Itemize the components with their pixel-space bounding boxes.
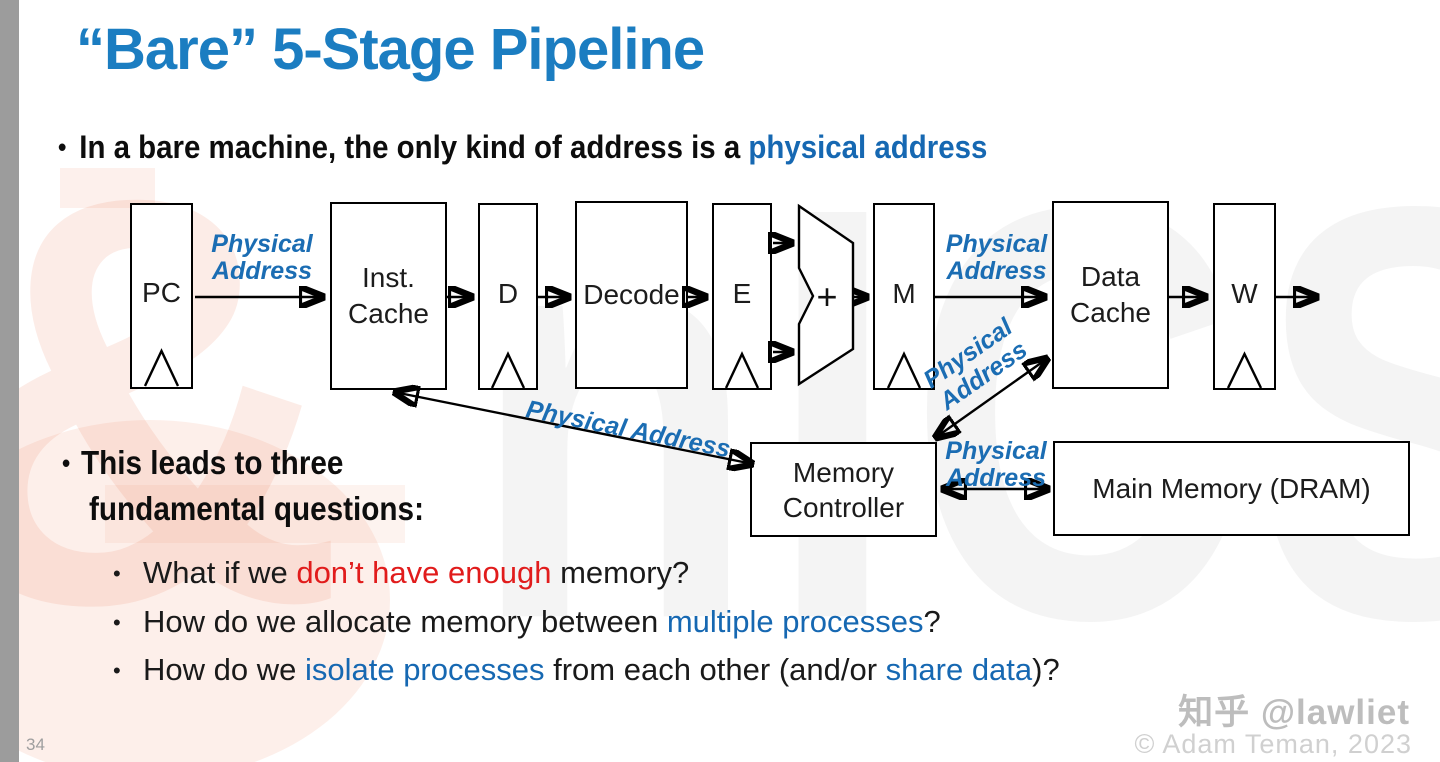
decode-box: Decode xyxy=(575,201,688,389)
inst-cache-label: Inst.Cache xyxy=(348,262,429,329)
bullet-intro-highlight: physical address xyxy=(748,129,988,165)
page-number: 34 xyxy=(26,735,45,754)
pipeline-register-d: D xyxy=(478,203,538,390)
alu-shape xyxy=(797,203,855,387)
register-e-label: E xyxy=(732,277,752,309)
logo-watermark-fragment xyxy=(60,168,155,208)
pc-label: PC xyxy=(142,277,181,309)
slide-title: “Bare” 5-Stage Pipeline xyxy=(76,17,705,82)
pc-register-box: PC xyxy=(130,203,193,389)
bullet-dot: • xyxy=(113,561,121,586)
left-edge-strip xyxy=(0,0,19,762)
question-3-blue-text-2: share data xyxy=(885,652,1033,687)
question-item-2: •How do we allocate memory between multi… xyxy=(113,598,1060,647)
alu-plus-label: + xyxy=(816,276,837,317)
register-m-label: M xyxy=(892,277,916,309)
zhihu-watermark: 知乎 @lawliet xyxy=(1178,693,1410,732)
credit-line: © Adam Teman, 2023 xyxy=(1134,729,1412,759)
register-w-label: W xyxy=(1231,277,1258,309)
physical-address-label-icache-memctrl: Physical Address xyxy=(523,395,733,464)
main-memory-box: Main Memory (DRAM) xyxy=(1053,441,1410,536)
bullet-intro-text: In a bare machine, the only kind of addr… xyxy=(79,129,749,165)
bullet-dot: • xyxy=(58,132,67,162)
question-item-3: •How do we isolate processes from each o… xyxy=(113,646,1060,695)
register-d-label: D xyxy=(497,277,519,309)
question-1-red-text: don’t have enough xyxy=(296,555,552,590)
decode-label: Decode xyxy=(583,279,680,310)
main-memory-label: Main Memory (DRAM) xyxy=(1092,472,1371,504)
bullet-dot: • xyxy=(62,448,71,478)
question-item-1: •What if we don’t have enough memory? xyxy=(113,549,1060,598)
bullet-intro: • In a bare machine, the only kind of add… xyxy=(58,129,987,166)
bullet-dot: • xyxy=(113,658,121,683)
inst-cache-box: Inst.Cache xyxy=(330,202,447,390)
question-2-blue-text: multiple processes xyxy=(666,603,924,639)
questions-list: •What if we don’t have enough memory? •H… xyxy=(113,549,1060,695)
questions-heading: •This leads to three fundamental questio… xyxy=(62,444,424,527)
question-3-blue-text-1: isolate processes xyxy=(304,652,545,687)
pipeline-register-m: M xyxy=(873,203,935,390)
bullet-dot: • xyxy=(113,609,121,635)
pipeline-register-w: W xyxy=(1213,203,1276,390)
pipeline-register-e: E xyxy=(712,203,772,390)
